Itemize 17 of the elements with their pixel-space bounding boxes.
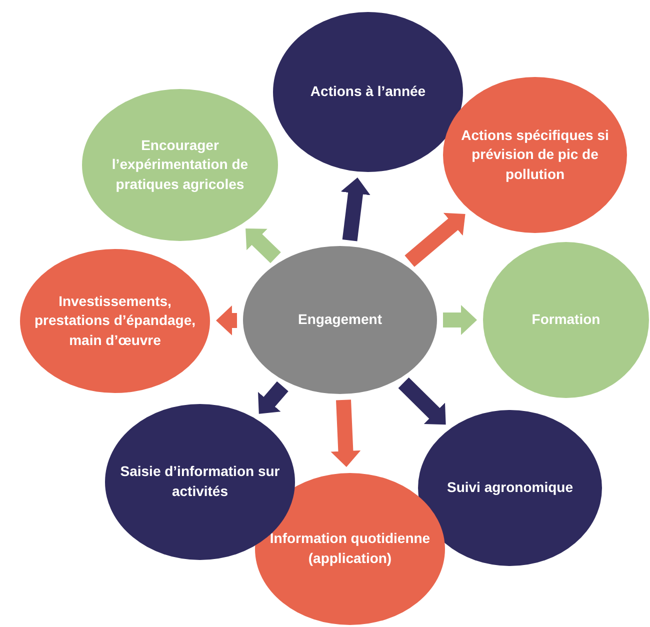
- node-label: Actions à l’année: [310, 82, 426, 102]
- block-arrow: [443, 305, 477, 335]
- block-arrow: [246, 228, 281, 264]
- node-label: Encourager l’expérimentation de pratiques agricoles: [110, 136, 250, 194]
- block-arrow: [330, 400, 361, 468]
- node-label: Actions spécifiques si prévision de pic de pollution: [460, 126, 610, 184]
- block-arrow: [216, 305, 238, 336]
- node-label: Information quotidienne (application): [269, 529, 431, 568]
- block-arrow: [404, 212, 466, 267]
- block-arrow: [340, 178, 370, 242]
- node-label: Investissements, prestations d’épandage, main d’œuvre: [34, 292, 196, 350]
- block-arrow: [258, 381, 288, 414]
- node-label: Formation: [532, 310, 600, 330]
- node-label: Saisie d’information sur activités: [119, 462, 281, 501]
- node-label: Suivi agronomique: [446, 478, 573, 498]
- block-arrow: [398, 377, 446, 425]
- node-label: Engagement: [298, 310, 382, 330]
